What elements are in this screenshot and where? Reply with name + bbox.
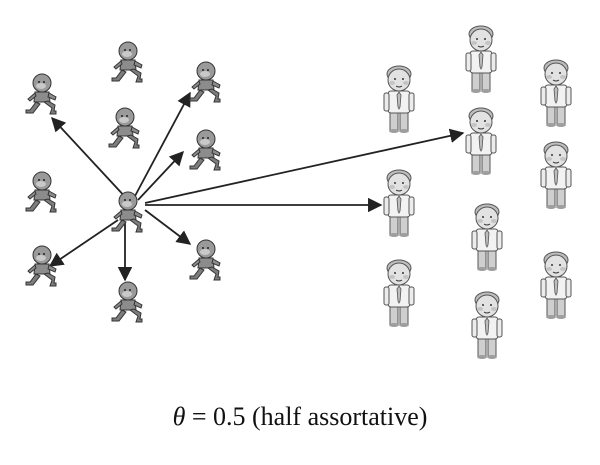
standing-person-icon [465,25,497,94]
running-person-icon [189,129,221,171]
arrow-to-runner-top-right [134,91,191,197]
arrow-to-runner-right [137,150,184,201]
arrow-to-runner-top-left [51,116,129,201]
standing-person-icon [383,65,415,134]
arrow-to-runner-left [48,219,119,267]
standing-person-icon [471,291,503,360]
arrows [48,91,465,282]
arrow-to-runner-lower-right [144,209,192,245]
standing-person-icon [540,141,572,210]
running-person-icon [111,281,143,323]
standing-person-icon [383,169,415,238]
running-person-icon [25,245,57,287]
running-person-icon-center [111,191,143,233]
caption-symbol: θ [172,402,186,431]
caption-text: = 0.5 (half assortative) [185,402,428,431]
running-person-icon [25,171,57,213]
running-person-icon [189,239,221,281]
figure-caption: θ = 0.5 (half assortative) [0,402,600,432]
standing-person-icon [465,107,497,176]
running-person-icon [189,61,221,103]
running-person-icon [108,107,140,149]
standing-person-icon [540,59,572,128]
running-person-icon [111,41,143,83]
arrow-to-standing-upper [144,128,465,204]
standing-group [383,25,572,360]
running-person-icon [25,73,57,115]
runner-group [25,41,221,323]
standing-person-icon [471,203,503,272]
standing-person-icon [383,259,415,328]
standing-person-icon [540,251,572,320]
